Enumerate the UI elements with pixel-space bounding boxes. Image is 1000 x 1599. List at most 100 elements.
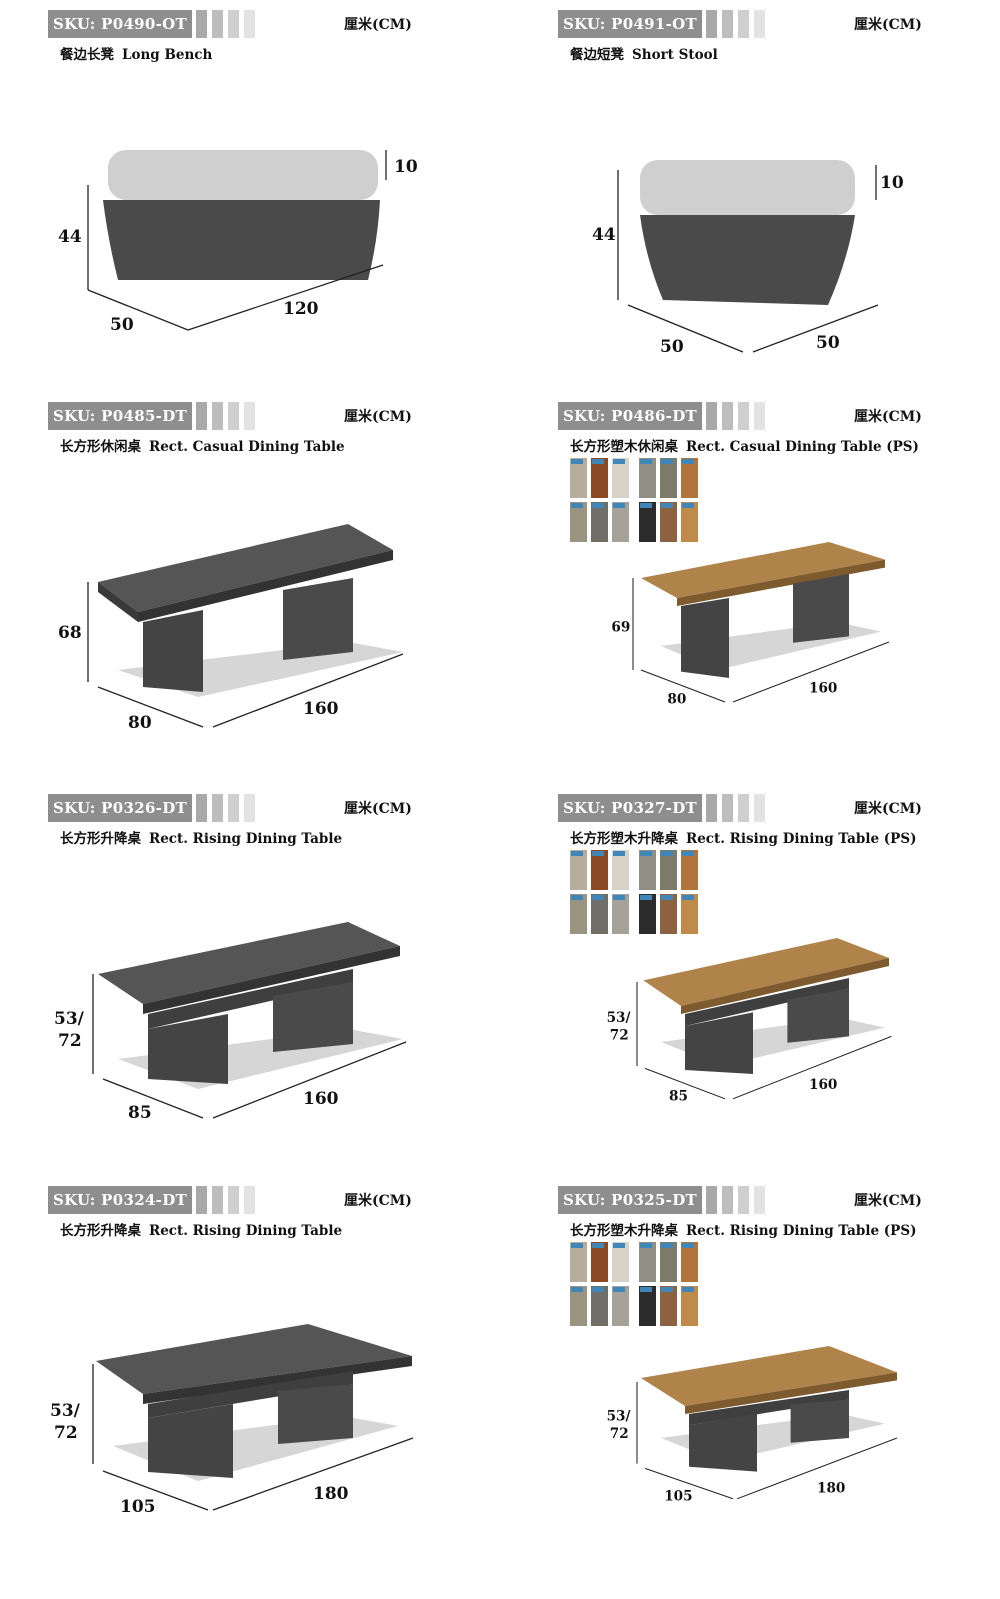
height-dimension-low: 53/ bbox=[54, 1009, 85, 1029]
depth-dimension-line bbox=[87, 289, 189, 331]
width-dimension-line bbox=[212, 1437, 414, 1511]
product-name-zh: 长方形塑木升降桌 bbox=[570, 831, 678, 847]
lift-frame bbox=[148, 1371, 353, 1418]
height-dimension: 69 bbox=[611, 620, 630, 636]
table-leg-left bbox=[148, 1404, 233, 1478]
depth-dimension: 50 bbox=[660, 337, 684, 357]
table-top bbox=[96, 1324, 412, 1394]
depth-dimension: 105 bbox=[664, 1488, 692, 1504]
table-leg-right bbox=[278, 1384, 353, 1444]
product-name-zh: 餐边短凳 bbox=[570, 47, 624, 63]
table-leg-right bbox=[273, 982, 353, 1052]
stool-wicker-base bbox=[640, 215, 855, 305]
sku-label: SKU: P0326-DT bbox=[48, 794, 192, 822]
color-swatch bbox=[591, 458, 608, 498]
unit-label: 厘米(CM) bbox=[344, 17, 412, 33]
unit-label: 厘米(CM) bbox=[854, 1193, 922, 1209]
color-swatch bbox=[570, 894, 587, 934]
height-dimension-high: 72 bbox=[58, 1031, 82, 1051]
rising-table-large-ps-drawing: 53/ 72 105 180 bbox=[607, 1346, 898, 1504]
depth-dimension: 85 bbox=[669, 1088, 688, 1104]
color-swatch bbox=[591, 1242, 608, 1282]
bench-cushion bbox=[108, 150, 378, 200]
product-name: 长方形休闲桌 Rect. Casual Dining Table bbox=[60, 435, 345, 455]
table-leg-left bbox=[689, 1414, 757, 1472]
rising-table-large-drawing: 53/ 72 105 180 bbox=[50, 1324, 414, 1517]
height-dimension-low: 53/ bbox=[50, 1401, 81, 1421]
color-swatch bbox=[660, 458, 677, 498]
depth-dimension: 85 bbox=[128, 1103, 152, 1123]
color-swatch bbox=[681, 850, 698, 890]
color-swatch bbox=[681, 1286, 698, 1326]
color-swatch bbox=[612, 1286, 629, 1326]
color-swatch bbox=[612, 894, 629, 934]
color-swatch bbox=[639, 502, 656, 542]
unit-label: 厘米(CM) bbox=[854, 17, 922, 33]
unit-label: 厘米(CM) bbox=[854, 409, 922, 425]
lift-frame bbox=[685, 978, 849, 1026]
width-dimension-line bbox=[732, 1035, 892, 1100]
casual-table-ps-drawing: 69 80 160 bbox=[611, 542, 890, 708]
color-swatch bbox=[639, 1286, 656, 1326]
unit-label: 厘米(CM) bbox=[344, 801, 412, 817]
cushion-dimension: 10 bbox=[394, 157, 418, 177]
height-dimension: 44 bbox=[58, 227, 82, 247]
color-swatch bbox=[681, 502, 698, 542]
table-top-wood bbox=[641, 1346, 897, 1406]
depth-dimension: 80 bbox=[128, 713, 152, 733]
height-dimension-low: 53/ bbox=[607, 1408, 631, 1424]
color-swatch bbox=[570, 1286, 587, 1326]
product-name-en: Long Bench bbox=[122, 47, 213, 63]
color-swatch bbox=[660, 894, 677, 934]
depth-dimension-line bbox=[102, 1078, 204, 1119]
sku-label: SKU: P0485-DT bbox=[48, 402, 192, 430]
height-dimension-high: 72 bbox=[610, 1426, 629, 1442]
product-name-zh: 长方形塑木升降桌 bbox=[570, 1223, 678, 1239]
depth-dimension-line bbox=[644, 1467, 734, 1500]
lift-frame bbox=[148, 969, 353, 1029]
product-name-zh: 长方形升降桌 bbox=[60, 831, 141, 847]
table-top bbox=[98, 524, 393, 612]
width-dimension-line bbox=[187, 264, 384, 331]
color-swatch bbox=[612, 1242, 629, 1282]
sku-label: SKU: P0486-DT bbox=[558, 402, 702, 430]
lift-frame bbox=[689, 1390, 849, 1426]
height-dimension-low: 53/ bbox=[607, 1010, 631, 1026]
color-swatch bbox=[591, 1286, 608, 1326]
sku-label: SKU: P0490-OT bbox=[48, 10, 192, 38]
height-dimension-high: 72 bbox=[610, 1028, 629, 1044]
width-dimension-line bbox=[212, 653, 404, 728]
color-swatch bbox=[681, 894, 698, 934]
short-stool-drawing: 44 10 50 50 bbox=[592, 160, 904, 357]
color-swatch bbox=[570, 502, 587, 542]
product-name-en: Rect. Casual Dining Table bbox=[149, 439, 345, 455]
width-dimension: 50 bbox=[816, 333, 840, 353]
table-leg-right bbox=[790, 1399, 849, 1443]
bench-wicker-base bbox=[103, 200, 380, 280]
color-palette bbox=[570, 1242, 700, 1330]
width-dimension: 120 bbox=[283, 299, 319, 319]
depth-dimension-line bbox=[97, 686, 204, 728]
color-swatch bbox=[591, 502, 608, 542]
color-swatch bbox=[612, 850, 629, 890]
product-name-en: Short Stool bbox=[632, 47, 718, 63]
product-name-zh: 长方形休闲桌 bbox=[60, 439, 141, 455]
height-dimension: 44 bbox=[592, 225, 616, 245]
depth-dimension: 80 bbox=[667, 692, 686, 708]
color-swatch bbox=[639, 894, 656, 934]
color-palette bbox=[570, 850, 700, 938]
sku-label: SKU: P0491-OT bbox=[558, 10, 702, 38]
table-leg-right bbox=[793, 574, 849, 643]
product-name-en: Rect. Rising Dining Table bbox=[149, 1223, 343, 1239]
color-swatch bbox=[681, 1242, 698, 1282]
color-swatch bbox=[660, 850, 677, 890]
table-top-front bbox=[143, 946, 400, 1014]
width-dimension-line bbox=[736, 1437, 898, 1500]
